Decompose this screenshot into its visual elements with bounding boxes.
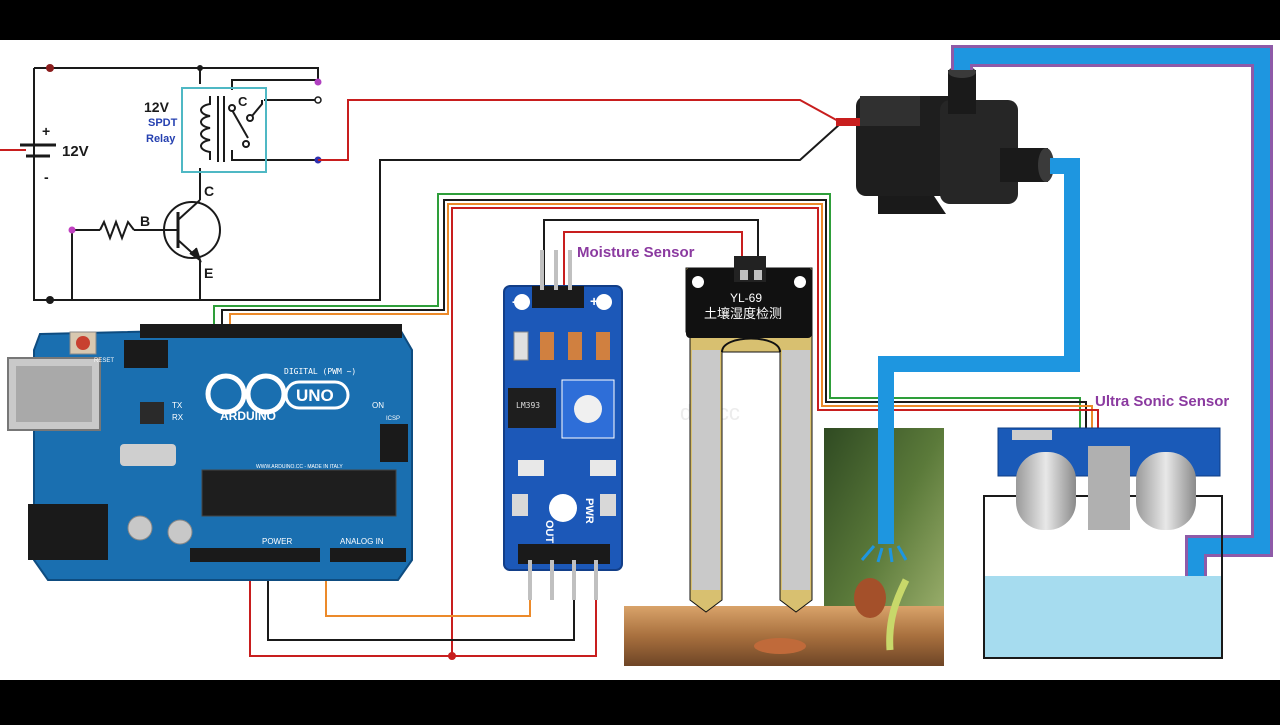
transistor-base-label: B: [140, 213, 150, 229]
arduino-icsp-label: ICSP: [386, 416, 400, 422]
terminal: [314, 96, 322, 104]
moisture-sensor-label: Moisture Sensor: [577, 244, 695, 261]
arduino-uno-board: [7, 324, 413, 581]
pump-wires: [50, 99, 841, 301]
moisture-sensor-module: [503, 250, 623, 600]
probe-chinese-label: 土壤湿度检测: [704, 306, 782, 321]
ultrasonic-wires: [213, 193, 1099, 656]
transistor-symbol: [163, 199, 221, 263]
relay-box: [181, 87, 267, 173]
relay-voltage-label: 12V: [144, 99, 170, 115]
arduino-reset-label: RESET: [94, 358, 114, 364]
ultrasonic-sensor: [997, 427, 1221, 530]
seedling: [754, 578, 910, 654]
sensor-module-out-label: OUT: [543, 520, 555, 544]
transistor-collector-label: C: [204, 183, 214, 199]
sensor-module-minus-label: -: [512, 293, 517, 309]
relay-type-label-1: SPDT: [148, 117, 178, 129]
relay-type-label-2: Relay: [146, 133, 176, 145]
water-pipe: [860, 45, 1273, 654]
arduino-model-label: UNO: [296, 386, 334, 405]
junction-dot: [46, 64, 54, 72]
arduino-website-label: WWW.ARDUINO.CC - MADE IN ITALY: [256, 464, 343, 470]
arduino-power-label: POWER: [262, 537, 292, 546]
junction-dot: [197, 65, 203, 71]
arduino-digital-header-label: DIGITAL (PWM ~): [284, 367, 356, 376]
transistor-emitter-label: E: [204, 265, 213, 281]
probe-model-label: YL-69: [730, 291, 762, 305]
ultrasonic-sensor-label: Ultra Sonic Sensor: [1095, 393, 1229, 410]
arduino-rx-label: RX: [172, 413, 184, 422]
water-pump: [836, 66, 1054, 214]
relay-common-label: C: [238, 94, 248, 109]
yl69-probe: [685, 256, 813, 613]
arduino-on-label: ON: [372, 401, 384, 410]
junction-dot: [448, 652, 456, 660]
sensor-module-plus-label: +: [590, 293, 598, 309]
sensor-module-chip-label: LM393: [516, 401, 540, 410]
battery-symbol: [0, 136, 56, 158]
relay-coil: [200, 96, 263, 162]
battery-minus-label: -: [44, 169, 49, 185]
arduino-tx-label: TX: [172, 401, 183, 410]
sensor-module-pwr-label: PWR: [583, 498, 595, 524]
battery-plus-label: +: [42, 123, 50, 139]
battery-voltage-label: 12V: [62, 143, 89, 160]
terminal: [314, 78, 322, 86]
resistor-symbol: [99, 219, 135, 241]
arduino-analog-label: ANALOG IN: [340, 537, 384, 546]
water-tank-water: [984, 576, 1222, 658]
terminal: [68, 226, 76, 234]
arduino-brand-label: ARDUINO: [220, 409, 276, 423]
